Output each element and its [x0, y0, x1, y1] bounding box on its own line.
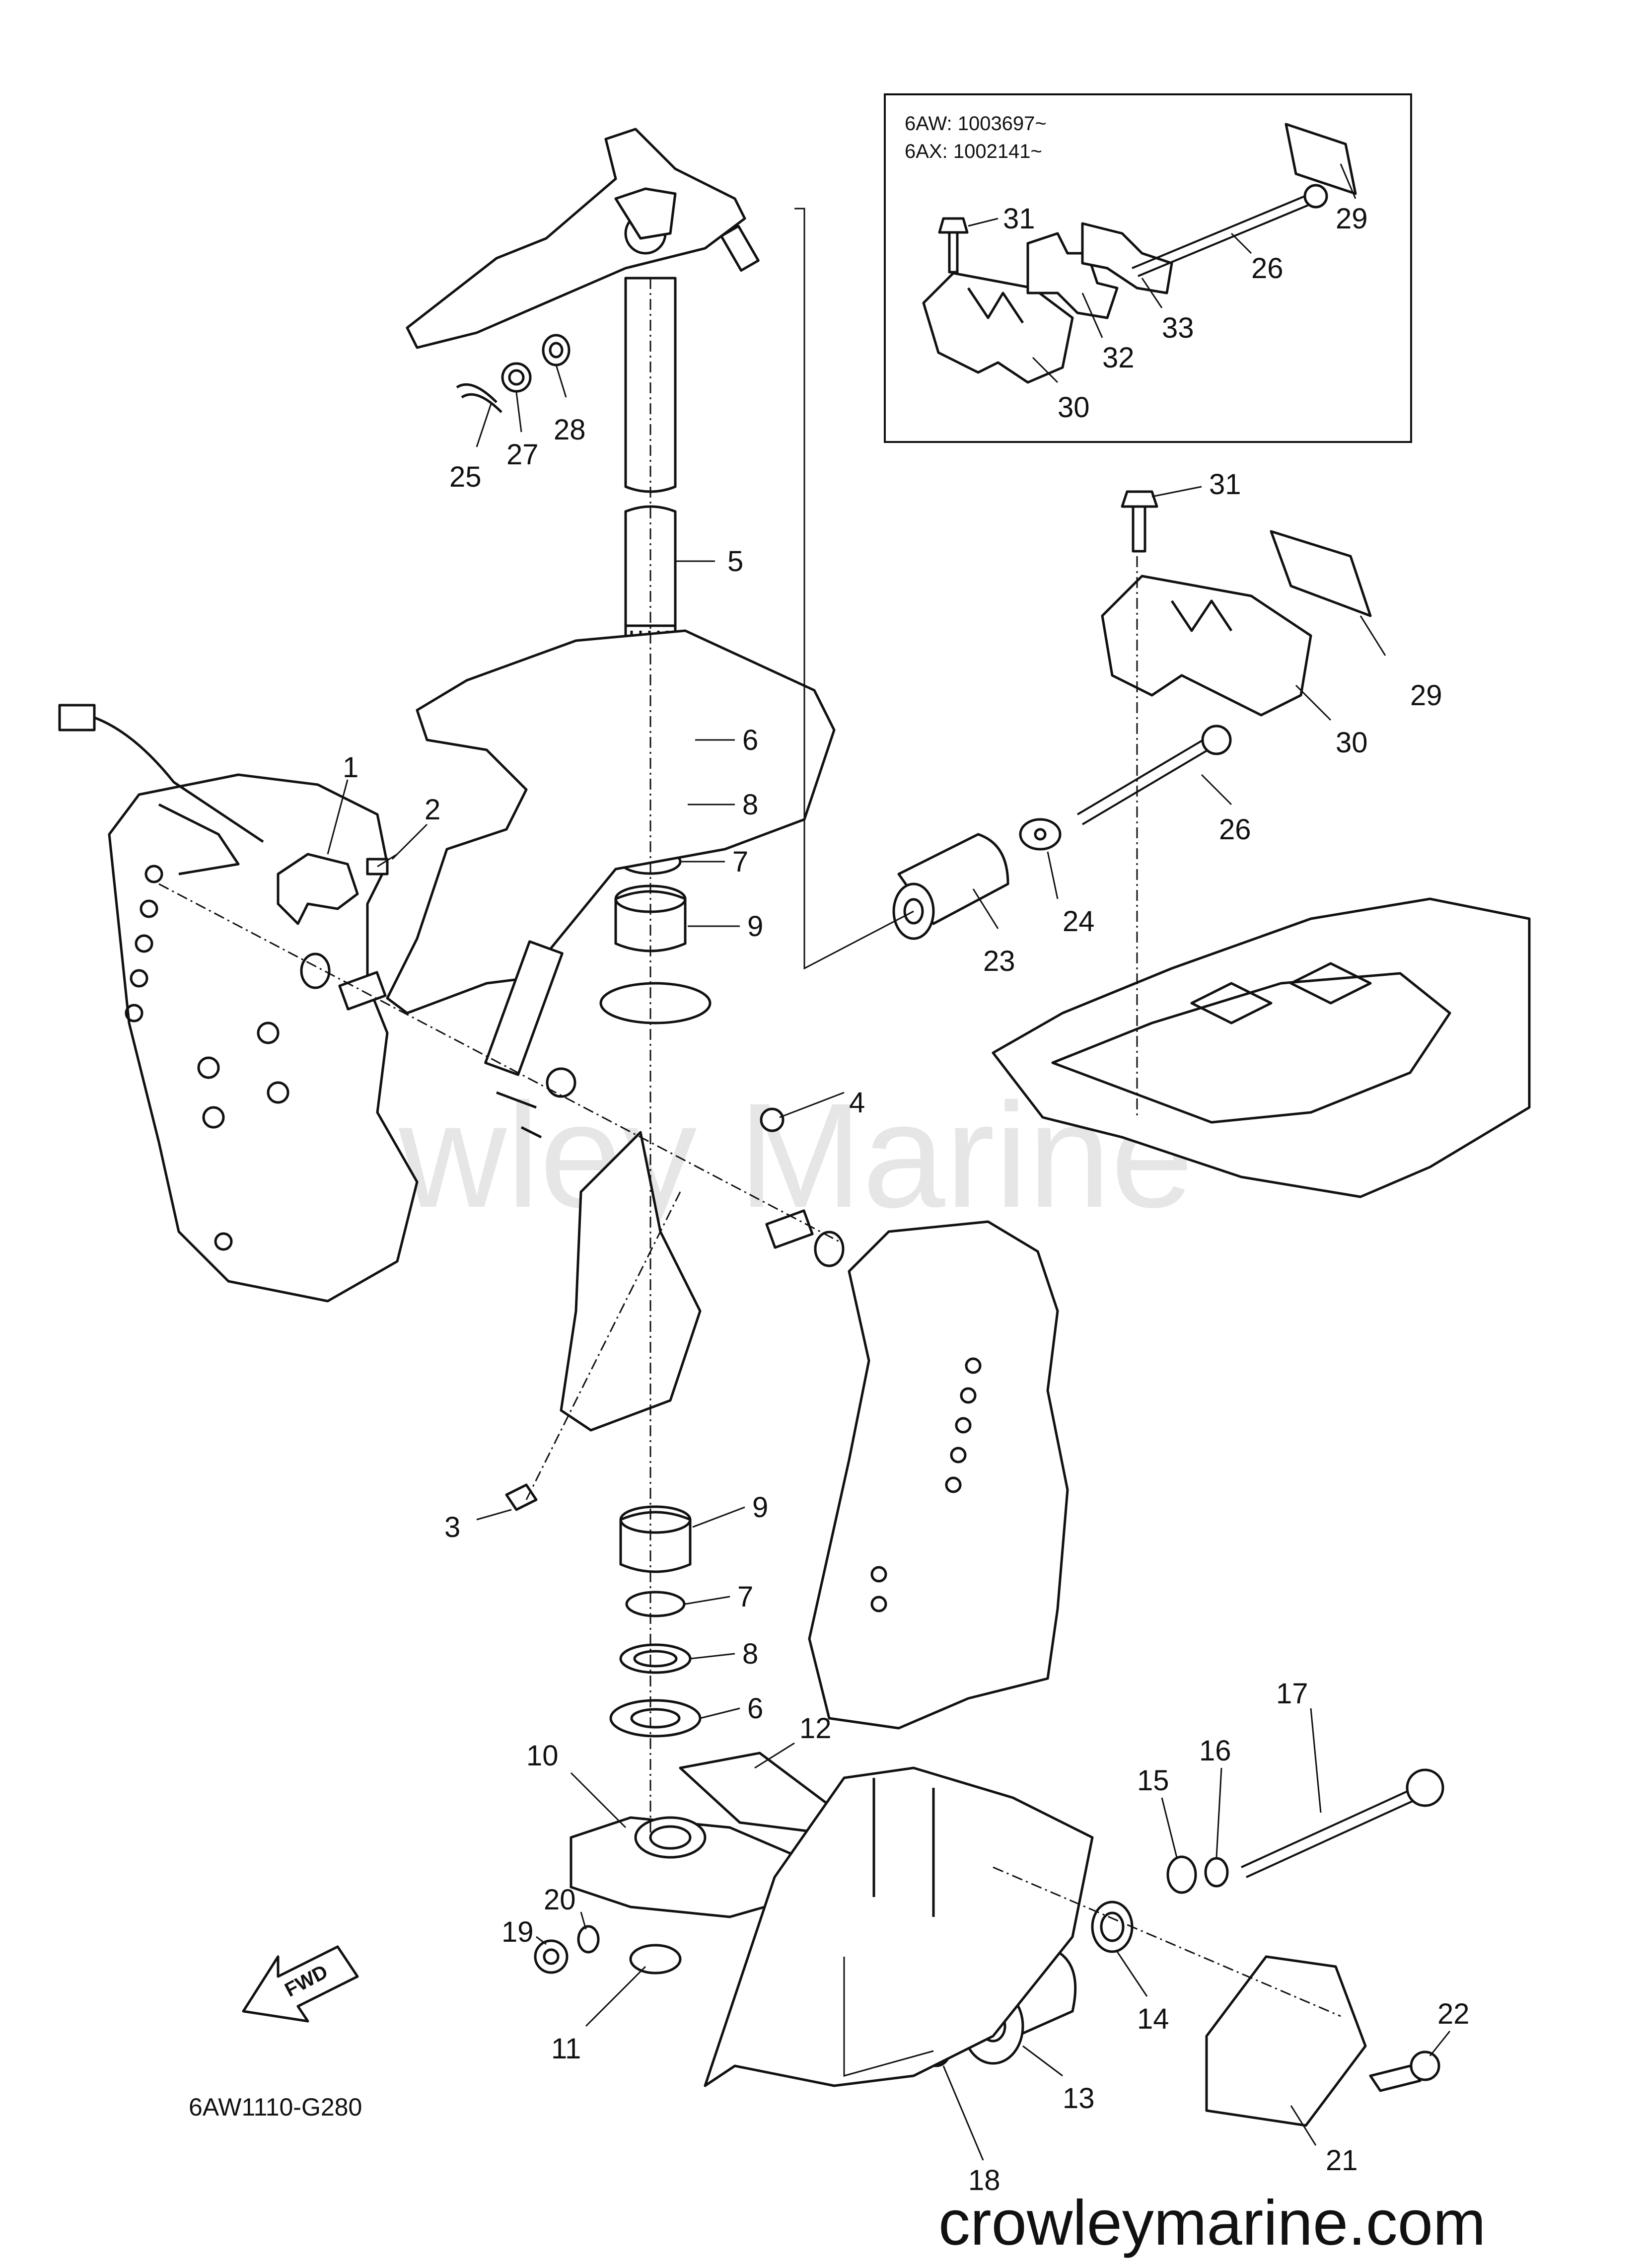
- swivel-bracket: [386, 629, 836, 1432]
- upper-mount-leader: [794, 208, 914, 970]
- callout-10: 10: [526, 1740, 559, 1772]
- inset-plate-33-icon: [1081, 222, 1173, 294]
- trim-sensor: [58, 704, 359, 925]
- inset-plate-32-icon: [1026, 232, 1119, 319]
- inset-box: 6AW: 1003697~ 6AX: 1002141~ 31 29 26 33: [884, 93, 1412, 443]
- callout-31: 31: [1209, 468, 1241, 501]
- clamp-30: [1101, 575, 1312, 717]
- clamp-bracket-right: [808, 1220, 1069, 1730]
- callout-9-lower: 9: [752, 1491, 768, 1524]
- callout-6: 6: [742, 724, 758, 756]
- cover-21: [1205, 1955, 1367, 2127]
- inset-serial-2: 6AX: 1002141~: [905, 141, 1042, 162]
- bolt-31: [1121, 490, 1158, 553]
- cotter-pin-25: [456, 383, 502, 413]
- screw-2: [366, 853, 398, 876]
- callout-8: 8: [742, 789, 758, 821]
- steering-arm: [406, 128, 760, 349]
- screw-3-axis-line: [525, 1191, 681, 1500]
- washer-14: [1091, 1901, 1134, 1953]
- washer-24: [1019, 818, 1062, 851]
- callout-11: 11: [551, 2033, 581, 2065]
- callout-16: 16: [1199, 1735, 1231, 1767]
- bolt-17: [1241, 1768, 1444, 1878]
- inset-label-30: 30: [1058, 391, 1090, 424]
- callout-21: 21: [1326, 2144, 1358, 2177]
- callout-8-lower: 8: [742, 1638, 758, 1670]
- inset-label-33: 33: [1162, 312, 1194, 344]
- callout-28: 28: [554, 414, 586, 446]
- clamp-bracket-left: [108, 773, 419, 1303]
- callout-4: 4: [849, 1087, 865, 1119]
- screw-3: [505, 1483, 538, 1511]
- nut-4: [760, 1107, 785, 1132]
- callout-numbers: 1 2 3 4 5 6 8 7 9 9 7 8 6 10 12 11 19 20…: [343, 414, 1470, 2196]
- callout-14: 14: [1137, 2003, 1169, 2035]
- callout-12: 12: [799, 1712, 832, 1745]
- fwd-arrow-icon: FWD: [242, 1945, 359, 2023]
- callout-1: 1: [343, 751, 358, 784]
- inset-serial-1: 6AW: 1003697~: [905, 113, 1047, 135]
- callout-17: 17: [1276, 1678, 1308, 1710]
- callout-leaders: [327, 365, 1451, 2161]
- lower-mount-leader: [843, 1957, 934, 2077]
- inset-bolt-26-icon: [1132, 184, 1328, 277]
- circlip-11: [629, 1944, 682, 1975]
- washer-20: [577, 1925, 600, 1954]
- inset-bolt-icon: [938, 217, 969, 274]
- inset-cover-29-icon: [1285, 123, 1357, 195]
- callout-15: 15: [1137, 1764, 1169, 1797]
- callout-6-lower: 6: [747, 1692, 763, 1725]
- inset-label-26: 26: [1251, 252, 1284, 285]
- callout-24: 24: [1063, 905, 1095, 938]
- steering-yoke-10: [570, 1816, 801, 1918]
- callout-7: 7: [732, 846, 748, 878]
- callout-27: 27: [506, 439, 539, 471]
- bushing-9-lower: [619, 1505, 692, 1573]
- collar-right: [765, 1209, 845, 1267]
- tilt-axis-line: [158, 883, 840, 1243]
- callout-25: 25: [449, 461, 482, 493]
- callout-22: 22: [1437, 1998, 1470, 2030]
- bolt-26: [1076, 725, 1232, 825]
- bolt-22: [1369, 2050, 1440, 2092]
- callout-7-lower: 7: [737, 1581, 753, 1613]
- bushing-8-lower: [619, 1643, 692, 1674]
- washer-15: [1166, 1855, 1197, 1894]
- clamp-bracket-right-holes: [870, 1357, 982, 1612]
- nut-19: [534, 1939, 569, 1974]
- callout-30: 30: [1336, 727, 1368, 759]
- clamp-bracket-left-holes: [125, 865, 289, 1251]
- website-text: crowleymarine.com: [938, 2188, 1486, 2259]
- inset-label-32: 32: [1102, 342, 1135, 374]
- callout-9: 9: [747, 910, 763, 943]
- inset-clamp-icon: [922, 272, 1074, 384]
- bottom-cowling-base: [992, 897, 1531, 1198]
- cover-29: [1270, 530, 1372, 617]
- callout-23: 23: [983, 945, 1015, 977]
- inset-label-29: 29: [1336, 203, 1368, 235]
- washer-16: [1204, 1857, 1229, 1888]
- callout-26: 26: [1219, 813, 1251, 846]
- lower-mount-axis-line: [993, 1866, 1341, 2017]
- callout-5: 5: [727, 545, 743, 578]
- washer-28: [542, 334, 571, 366]
- callout-2: 2: [425, 794, 440, 826]
- callout-18: 18: [968, 2164, 1000, 2196]
- upper-casing: [704, 1766, 1094, 2087]
- callout-13: 13: [1063, 2082, 1095, 2115]
- callout-3: 3: [444, 1511, 460, 1543]
- inset-label-31: 31: [1003, 203, 1035, 235]
- callout-29: 29: [1410, 679, 1442, 712]
- diagram-code: 6AW1110-G280: [189, 2093, 362, 2121]
- callout-20: 20: [544, 1884, 576, 1916]
- washer-6-lower: [609, 1699, 702, 1738]
- upper-mount-23: [892, 833, 1009, 940]
- o-ring-7-lower: [625, 1591, 686, 1617]
- callout-19: 19: [501, 1916, 534, 1948]
- nut-27: [501, 362, 532, 393]
